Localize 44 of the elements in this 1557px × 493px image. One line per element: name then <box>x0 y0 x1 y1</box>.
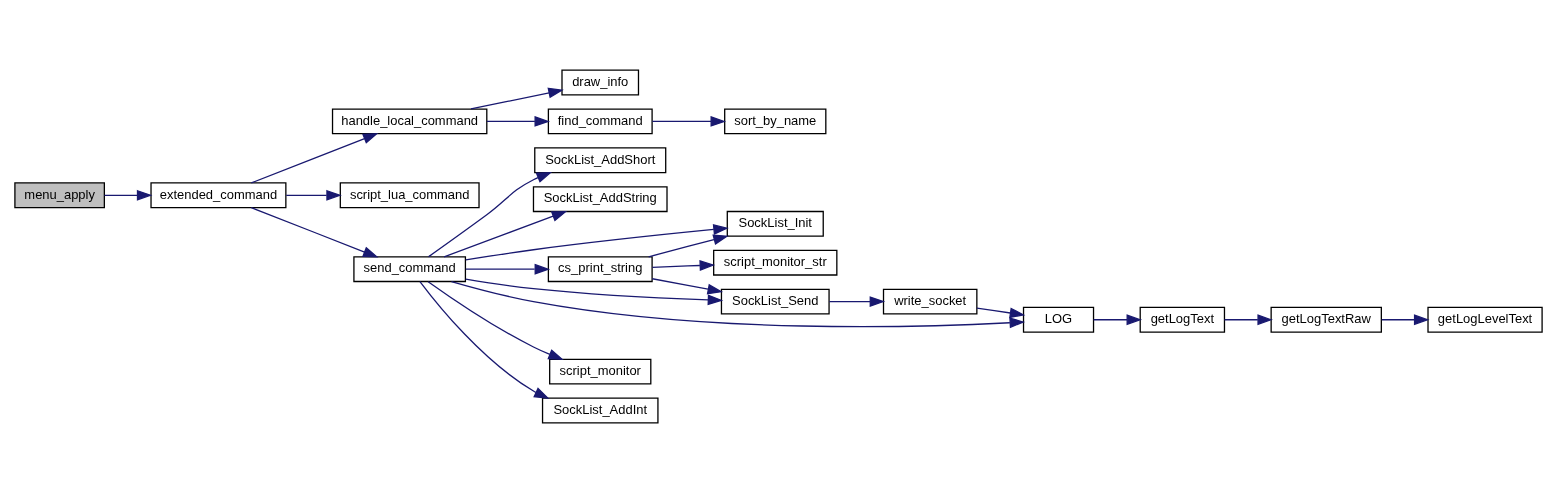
node-box: getLogTextRaw <box>1270 306 1382 333</box>
arrow <box>651 115 727 127</box>
arrow <box>648 234 729 258</box>
arrow <box>443 210 568 258</box>
node-box: SockList_AddString <box>532 186 668 213</box>
node-box: script_monitor_str <box>713 249 838 276</box>
arrow <box>828 296 886 308</box>
node-box: SockList_Init <box>726 210 824 237</box>
arrow <box>1381 314 1430 326</box>
node-box: script_monitor <box>549 358 652 385</box>
arrow <box>486 115 551 127</box>
arrow <box>427 171 553 258</box>
arrow <box>465 278 724 306</box>
arrow <box>470 87 564 110</box>
node-box: draw_info <box>561 69 640 96</box>
arrow <box>1223 314 1273 326</box>
node-box: sort_by_name <box>724 108 827 135</box>
node-box: script_lua_command <box>339 182 480 209</box>
arrow <box>427 281 564 360</box>
arrow <box>976 307 1026 319</box>
node-box: LOG <box>1022 306 1095 333</box>
node-box: cs_print_string <box>547 256 653 283</box>
node-box: extended_command <box>150 182 287 209</box>
node-box: find_command <box>547 108 653 135</box>
arrow <box>651 278 724 295</box>
arrow <box>1092 314 1143 326</box>
node-box: SockList_AddInt <box>541 397 659 424</box>
node-box: getLogLevelText <box>1427 306 1543 333</box>
arrow <box>419 280 550 399</box>
node-box: SockList_Send <box>720 288 830 315</box>
arrow <box>250 133 379 184</box>
node-box: handle_local_command <box>331 108 488 135</box>
node-box: send_command <box>353 256 467 283</box>
node-box: write_socket <box>882 288 978 315</box>
node-box: SockList_AddShort <box>534 147 667 174</box>
arrow <box>465 263 551 275</box>
arrow <box>285 189 342 201</box>
node-box: getLogText <box>1139 306 1226 333</box>
arrow <box>465 224 729 261</box>
arrow <box>103 189 153 201</box>
node-box: menu_apply <box>14 182 105 209</box>
arrow <box>651 260 716 271</box>
arrow <box>450 280 1026 329</box>
arrow <box>250 207 379 258</box>
